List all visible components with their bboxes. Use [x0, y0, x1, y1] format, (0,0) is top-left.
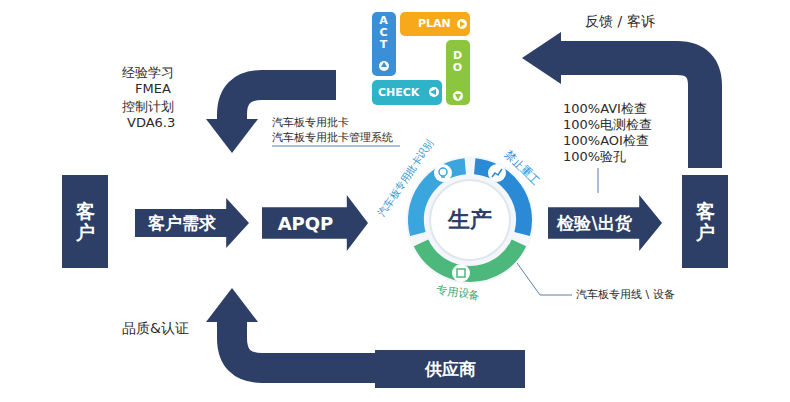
- text-label: 汽车板专用批卡管理系统: [272, 130, 393, 145]
- production-circle: 生产: [405, 155, 535, 285]
- text-label: 汽车板专用线 \ 设备: [576, 287, 675, 302]
- node-text: 客户需求: [148, 212, 216, 235]
- supplier-box: 供应商: [375, 350, 525, 388]
- feedback-arrow: [560, 58, 705, 168]
- customer-box: 客户: [62, 175, 108, 268]
- text-label: FMEA: [135, 81, 171, 96]
- text-label: PLAN: [418, 17, 451, 30]
- text-label: 控制计划: [122, 98, 174, 116]
- pdca-icon: [372, 12, 470, 105]
- process-arrow: APQP: [262, 195, 368, 251]
- arrow-head: [206, 119, 258, 153]
- node-text: 生产: [448, 205, 492, 235]
- text-label: ACT: [378, 15, 389, 51]
- leader-line: [272, 146, 400, 147]
- text-label: 专用设备: [435, 283, 481, 304]
- node-text: 供应商: [425, 358, 476, 381]
- process-arrow: 检验\出货: [548, 195, 662, 251]
- text-label: 品质&认证: [122, 320, 189, 338]
- text-label: DO: [452, 50, 463, 74]
- learning-arrow: [232, 85, 336, 120]
- leader-line: [517, 263, 572, 295]
- text-label: 100%AVI检查: [563, 100, 647, 118]
- quality-arrow: [232, 321, 376, 368]
- arrow-head: [522, 32, 561, 84]
- text-label: 反馈 / 客诉: [585, 13, 655, 31]
- node-text: 检验\出货: [557, 212, 631, 235]
- leader-line: [598, 168, 599, 193]
- process-arrow: 客户需求: [135, 198, 249, 248]
- text-label: CHECK: [378, 86, 419, 99]
- text-label: 100%验孔: [563, 148, 626, 166]
- node-text: 客户: [76, 201, 95, 243]
- text-label: 经验学习: [122, 64, 174, 82]
- text-label: 100%电测检查: [563, 116, 652, 134]
- customer-box: 客户: [682, 175, 728, 268]
- text-label: 汽车板专用批卡: [272, 115, 349, 130]
- node-text: 客户: [696, 201, 715, 243]
- node-text: APQP: [278, 213, 334, 234]
- text-label: VDA6.3: [127, 115, 175, 130]
- arrow-head: [206, 288, 258, 322]
- text-label: 100%AOI检查: [563, 132, 649, 150]
